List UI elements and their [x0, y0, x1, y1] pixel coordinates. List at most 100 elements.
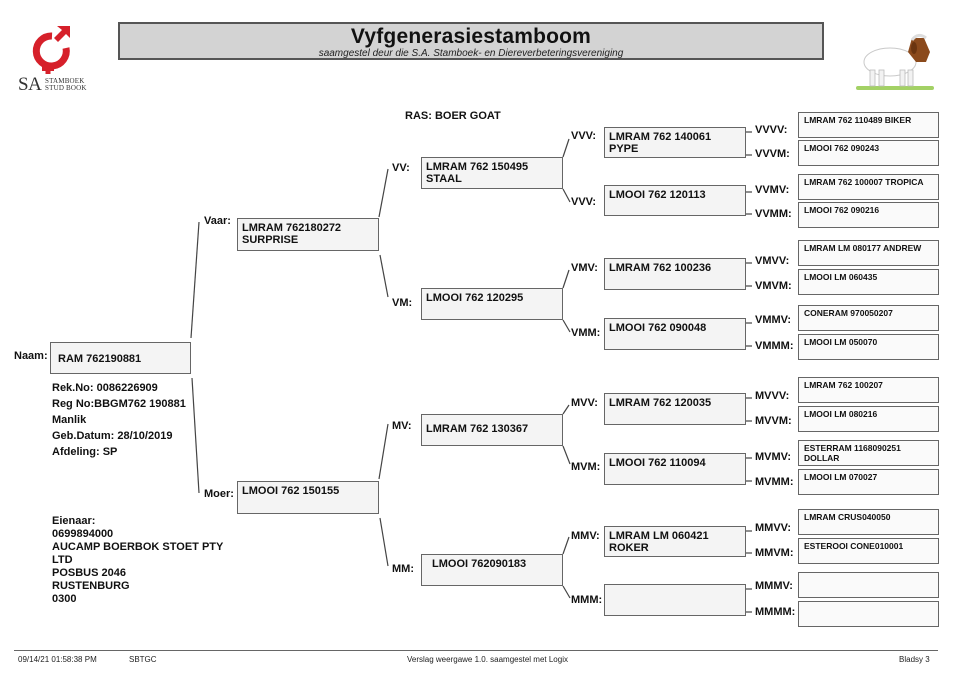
gen5-box: LMRAM 762 100007 TROPICA	[798, 174, 939, 200]
gen5-box: CONERAM 970050207	[798, 305, 939, 331]
connector-line	[562, 536, 570, 555]
gen4-box: LMRAM LM 060421 ROKER	[604, 526, 746, 557]
gen3-line1: LMRAM 762 130367	[426, 423, 529, 435]
gen4-box: LMRAM 762 120035	[604, 393, 746, 425]
connector-line	[562, 404, 570, 415]
logo-line1: STAMBOEK	[45, 77, 85, 85]
gen5-box: LMOOI LM 060435	[798, 269, 939, 295]
footer-timestamp: 09/14/21 01:58:38 PM	[18, 655, 97, 664]
gen5-line1: LMOOI LM 080216	[804, 409, 878, 419]
sire-box: LMRAM 762180272 SURPRISE	[237, 218, 379, 251]
sire-label: Vaar:	[204, 215, 231, 227]
logo-symbol-icon	[32, 26, 70, 74]
dam-label: Moer:	[204, 488, 234, 500]
gen3-box: LMRAM 762 130367	[421, 414, 563, 446]
gen5-label: MMMM:	[755, 606, 796, 618]
gen4-line1: LMRAM LM 060421	[609, 530, 709, 542]
gen4-line1: LMOOI 762 120113	[609, 189, 706, 201]
gen5-box: LMOOI 762 090216	[798, 202, 939, 228]
owner-name-cont: LTD	[52, 554, 73, 566]
connector-line	[379, 254, 389, 298]
footer-code: SBTGC	[129, 655, 157, 664]
connector-line	[562, 138, 570, 158]
gen4-label: VMV:	[571, 262, 598, 274]
owner-number: 0699894000	[52, 528, 114, 540]
gen5-label: MVVM:	[755, 415, 792, 427]
gen4-box: LMRAM 762 140061 PYPE	[604, 127, 746, 158]
sire-line2: SURPRISE	[242, 234, 299, 246]
report-title: Vyfgenerasiestamboom	[350, 25, 592, 48]
gen4-label: MVV:	[571, 397, 598, 409]
gen4-line1: LMRAM 762 100236	[609, 262, 712, 274]
gen5-label: VMVV:	[755, 255, 790, 267]
gen5-label: MVVV:	[755, 390, 790, 402]
gen3-label: MV:	[392, 420, 412, 432]
gen5-label: MMVM:	[755, 547, 794, 559]
owner-name: AUCAMP BOERBOK STOET PTY	[52, 541, 224, 553]
boer-goat-icon	[848, 28, 938, 93]
gen3-box: LMOOI 762090183	[421, 554, 563, 586]
gen5-line1: LMRAM LM 080177 ANDREW	[804, 243, 922, 253]
footer-report-version: Verslag weergawe 1.0. saamgestel met Log…	[407, 655, 568, 664]
gen5-label: VVMM:	[755, 208, 792, 220]
birth-date: Geb.Datum: 28/10/2019	[52, 430, 173, 442]
gen4-line1: LMOOI 762 090048	[609, 322, 707, 334]
logo-line2: STUD BOOK	[45, 84, 87, 92]
gen5-label: MVMV:	[755, 451, 792, 463]
gen4-line1: LMRAM 762 120035	[609, 397, 712, 409]
gen5-line1: LMOOI LM 060435	[804, 272, 878, 282]
logo-mark: SA	[18, 74, 42, 95]
gen5-box: ESTEROOI CONE010001	[798, 538, 939, 564]
sire-line1: LMRAM 762180272	[242, 222, 342, 234]
gen3-line2: STAAL	[426, 173, 462, 185]
gen3-label: VM:	[392, 297, 413, 309]
gen5-line1: LMOOI LM 050070	[804, 337, 878, 347]
gen4-label: MVM:	[571, 461, 601, 473]
sa-stud-book-logo: SA STAMBOEK STUD BOOK	[14, 22, 94, 97]
gen5-line1: LMRAM 762 100207	[804, 380, 883, 390]
footer-page-number: Bladsy 3	[899, 655, 930, 664]
gen4-line2: ROKER	[609, 542, 649, 554]
gen4-label: MMM:	[571, 594, 603, 606]
owner-postcode: 0300	[52, 593, 77, 605]
connector-line	[190, 221, 200, 339]
breed-label: RAS: BOER GOAT	[405, 110, 501, 122]
gen5-box: LMRAM 762 100207	[798, 377, 939, 403]
gen5-line1: LMRAM 762 100007 TROPICA	[804, 177, 924, 187]
connector-line	[378, 423, 389, 480]
gen5-box: LMRAM LM 080177 ANDREW	[798, 240, 939, 266]
subject-name-label: Naam:	[14, 350, 48, 362]
report-subtitle: saamgestel deur die S.A. Stamboek- en Di…	[318, 48, 624, 59]
owner-heading: Eienaar:	[52, 515, 96, 527]
registration-number: Rek.No: 0086226909	[52, 382, 158, 394]
gen5-line1: LMOOI LM 070027	[804, 472, 878, 482]
connector-line	[379, 517, 389, 567]
connector-line	[562, 188, 571, 203]
gen4-box: LMOOI 762 110094	[604, 453, 746, 485]
owner-address: POSBUS 2046	[52, 567, 126, 579]
gen5-line1: LMOOI 762 090243	[804, 143, 880, 153]
reg-no: Reg No:BBGM762 190881	[52, 398, 186, 410]
gen4-line2: PYPE	[609, 143, 639, 155]
gen4-line1: LMOOI 762 110094	[609, 457, 706, 469]
subject-details: Rek.No: 0086226909 Reg No:BBGM762 190881…	[52, 380, 186, 460]
subject-name-box: RAM 762190881	[50, 342, 191, 374]
connector-line	[562, 319, 571, 333]
gen4-label: VMM:	[571, 327, 601, 339]
dam-box: LMOOI 762 150155	[237, 481, 379, 514]
gen3-label: MM:	[392, 563, 414, 575]
gen3-line1: LMOOI 762090183	[432, 558, 527, 570]
gen3-box: LMOOI 762 120295	[421, 288, 563, 320]
gen3-box: LMRAM 762 150495 STAAL	[421, 157, 563, 189]
gen4-box: LMRAM 762 100236	[604, 258, 746, 290]
sex: Manlik	[52, 414, 87, 426]
gen5-line1: ESTERRAM 1168090251	[804, 443, 901, 453]
connector-line	[562, 445, 571, 465]
gen5-label: VMMV:	[755, 314, 792, 326]
gen5-line2: DOLLAR	[804, 453, 840, 463]
gen5-line1: CONERAM 970050207	[804, 308, 893, 318]
gen4-label: VVV:	[571, 130, 597, 142]
connector-line	[562, 585, 571, 599]
owner-block: Eienaar: 0699894000 AUCAMP BOERBOK STOET…	[52, 515, 223, 606]
